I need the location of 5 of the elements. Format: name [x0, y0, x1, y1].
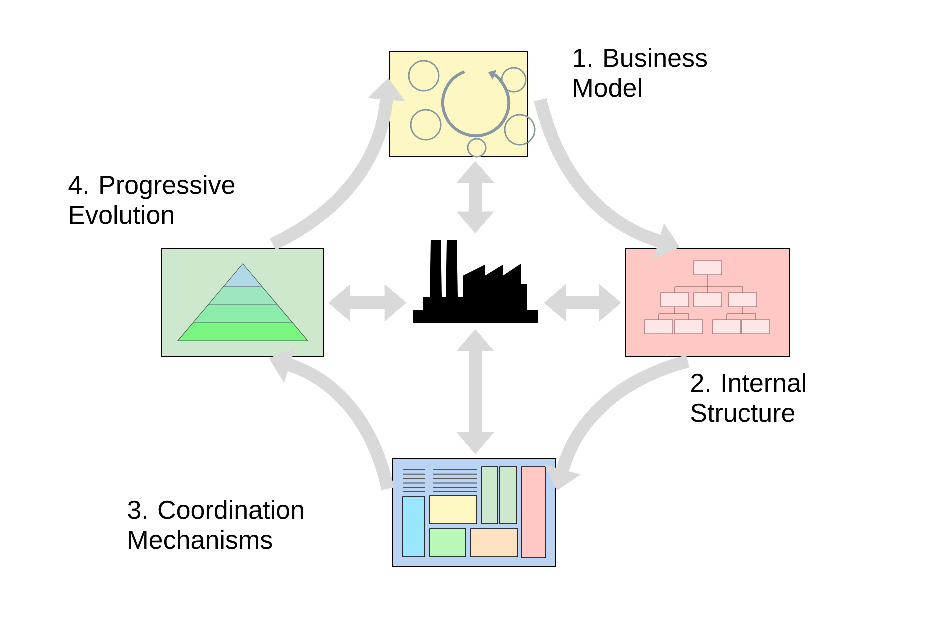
heading: 3. Coordination Mechanisms: [128, 500, 304, 550]
heading: 2. Internal Structure: [691, 373, 806, 422]
factory-icon: [413, 240, 538, 323]
heading: 1. Business Model: [574, 48, 708, 98]
heading: 4. Progressive Evolution: [68, 175, 235, 224]
